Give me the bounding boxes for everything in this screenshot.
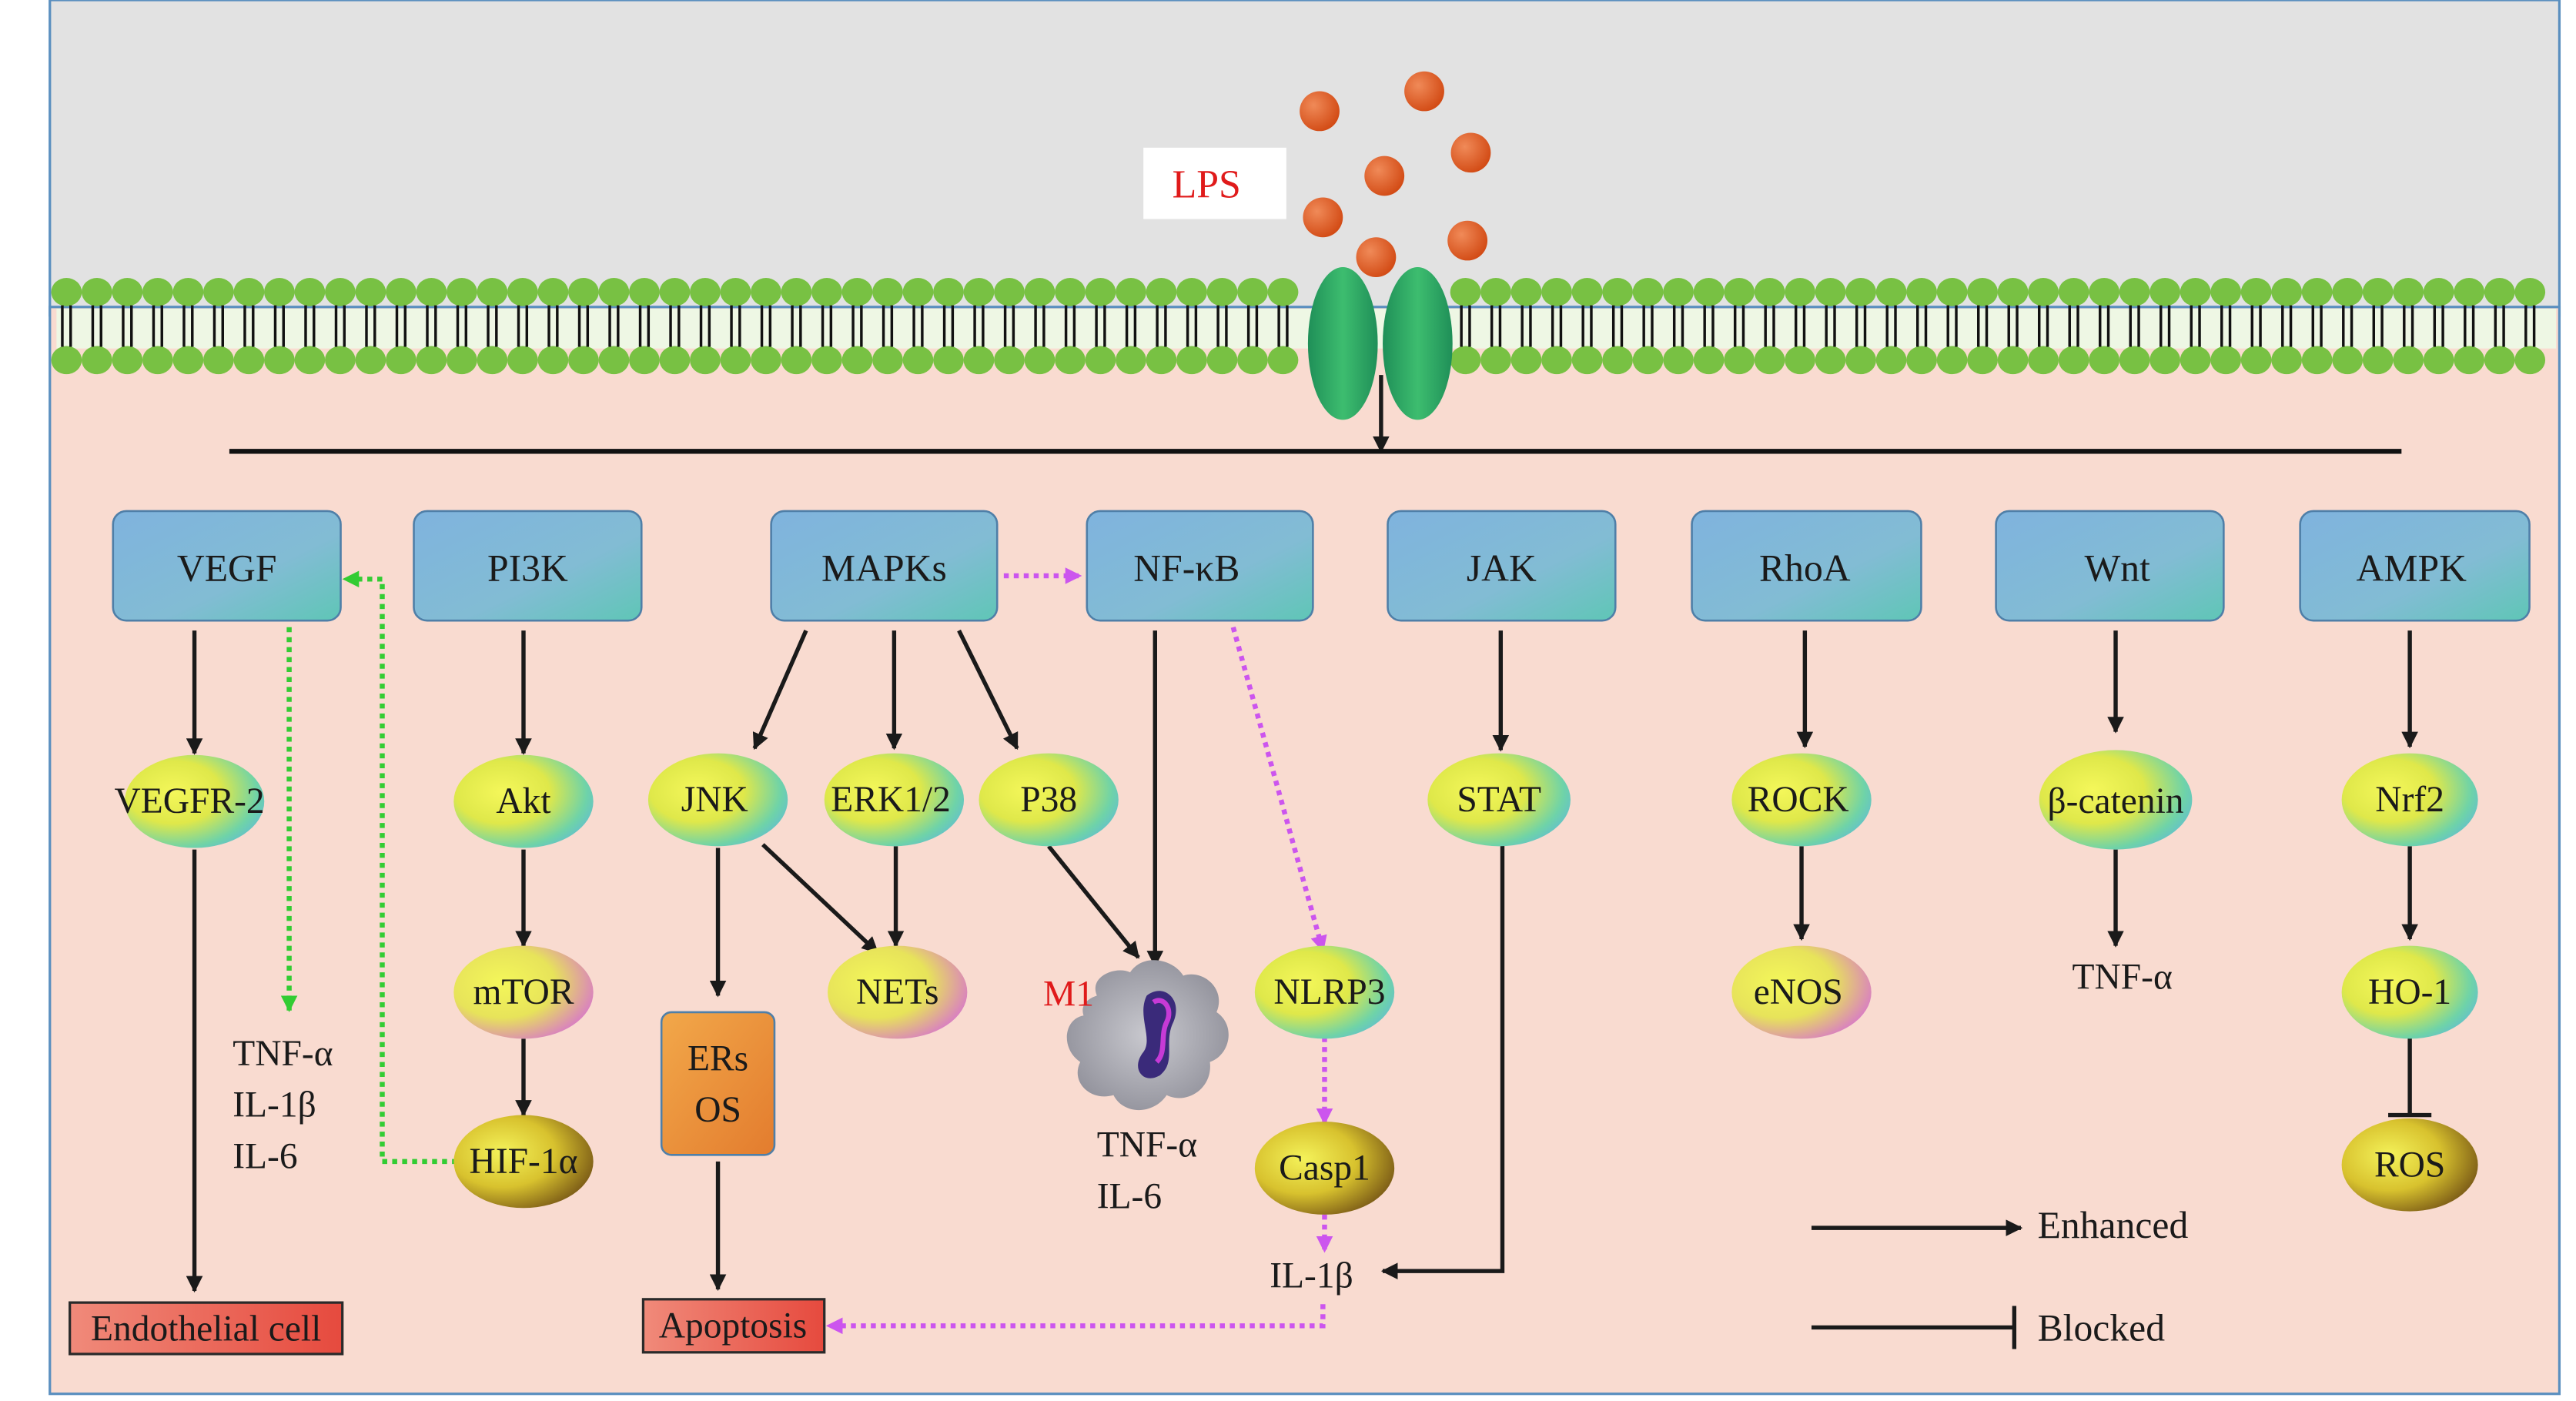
lps-label-box [1143, 147, 1286, 219]
oval-nodes: VEGFR-2 Akt mTOR HIF-1α JNK ERK1/2 P38 N… [115, 750, 2478, 1215]
lps-particle [1447, 220, 1488, 261]
pathway-box-pi3k: PI3K [413, 510, 643, 622]
pathway-box-ampk: AMPK [2299, 510, 2531, 622]
svg-text:ROCK: ROCK [1748, 780, 1849, 820]
outcome-endothelial-cell: Endothelial cell [69, 1301, 344, 1356]
legend-enhanced-label: Enhanced [2038, 1204, 2189, 1246]
svg-text:Casp1: Casp1 [1279, 1149, 1370, 1189]
node-nrf2: Nrf2 [2341, 753, 2478, 847]
svg-text:β-catenin: β-catenin [2048, 781, 2184, 821]
node-nets: NETs [828, 945, 968, 1039]
pathway-label-wnt: Wnt [2084, 547, 2150, 589]
pathway-label-jak: JAK [1467, 547, 1537, 589]
pathway-box-wnt: Wnt [1995, 510, 2225, 622]
node-casp1: Casp1 [1254, 1122, 1395, 1215]
pathway-box-jak: JAK [1387, 510, 1617, 622]
node-rock: ROCK [1731, 753, 1872, 847]
svg-text:VEGFR-2: VEGFR-2 [115, 781, 265, 821]
tlr4-receptor [1307, 267, 1453, 420]
lps-particle [1300, 91, 1340, 132]
node-jnk: JNK [647, 753, 788, 847]
svg-text:STAT: STAT [1457, 780, 1541, 820]
node-ers-os: ERs OS [660, 1011, 776, 1156]
lps-particle [1356, 237, 1397, 277]
lps-particle [1364, 155, 1405, 196]
il1b-label: IL-1β [1270, 1256, 1353, 1296]
extracellular-space [49, 0, 2561, 317]
pathway-label-nfkb: NF-κB [1133, 547, 1239, 589]
pathway-label-rhoa: RhoA [1759, 547, 1851, 589]
node-erk: ERK1/2 [824, 753, 965, 847]
green-dotted-arrows [280, 570, 457, 1165]
svg-text:HIF-1α: HIF-1α [470, 1142, 578, 1182]
svg-text:IL-1β: IL-1β [233, 1085, 316, 1125]
node-akt: Akt [453, 754, 594, 848]
node-bcatenin: β-catenin [2039, 750, 2193, 850]
cytoplasm [49, 306, 2561, 1396]
node-nlrp3: NLRP3 [1254, 945, 1395, 1039]
node-vegfr2: VEGFR-2 [115, 754, 265, 848]
wnt-output-label: TNF-α [2072, 958, 2172, 998]
node-mtor: mTOR [453, 945, 594, 1039]
vegf-cytokines: TNF-α IL-1β IL-6 [233, 1034, 333, 1177]
legend-blocked-label: Blocked [2038, 1307, 2166, 1349]
node-stat: STAT [1427, 753, 1571, 847]
lps-particle [1404, 71, 1444, 112]
svg-text:HO-1: HO-1 [2368, 972, 2451, 1012]
node-p38: P38 [979, 753, 1119, 847]
pathway-label-vegf: VEGF [177, 547, 277, 589]
pathway-box-nfkb: NF-κB [1086, 510, 1314, 622]
svg-text:Apoptosis: Apoptosis [659, 1306, 808, 1346]
lps-label: LPS [1173, 163, 1241, 207]
svg-text:eNOS: eNOS [1754, 972, 1843, 1012]
svg-text:TNF-α: TNF-α [233, 1034, 333, 1074]
pathway-label-ampk: AMPK [2357, 547, 2467, 589]
svg-text:NETs: NETs [856, 972, 938, 1012]
pathway-boxes: VEGF PI3K MAPKs NF-κB JAK RhoA Wnt AMPK [112, 510, 2531, 622]
lps-particles [1300, 71, 1491, 277]
node-hif1a: HIF-1α [453, 1115, 594, 1209]
svg-text:Nrf2: Nrf2 [2375, 780, 2444, 820]
svg-text:IL-6: IL-6 [1097, 1176, 1162, 1216]
pathway-box-vegf: VEGF [112, 510, 342, 622]
lps-particle [1303, 197, 1343, 238]
svg-text:IL-6: IL-6 [233, 1137, 297, 1177]
m1-cytokines: TNF-α IL-6 [1097, 1125, 1197, 1216]
svg-text:ERK1/2: ERK1/2 [831, 780, 951, 820]
blocked-connector [2388, 1035, 2432, 1118]
svg-text:ERs: ERs [687, 1038, 748, 1078]
svg-text:JNK: JNK [681, 780, 748, 820]
pathway-box-mapks: MAPKs [770, 510, 999, 622]
m1-label: M1 [1043, 974, 1094, 1014]
svg-text:ROS: ROS [2374, 1145, 2445, 1185]
svg-text:TNF-α: TNF-α [1097, 1125, 1197, 1165]
enhanced-arrows [186, 629, 2418, 1293]
outcome-apoptosis: Apoptosis [641, 1298, 826, 1354]
node-ros: ROS [2341, 1118, 2478, 1212]
svg-text:P38: P38 [1020, 780, 1077, 820]
pathway-box-rhoa: RhoA [1691, 510, 1922, 622]
purple-dotted-arrows [825, 567, 1333, 1335]
svg-text:OS: OS [694, 1090, 741, 1130]
lps-particle [1450, 132, 1491, 173]
cell-membrane [51, 278, 2557, 375]
node-ho1: HO-1 [2341, 945, 2478, 1039]
svg-text:Akt: Akt [496, 781, 550, 821]
m1-macrophage-icon [1066, 960, 1229, 1111]
pathway-label-mapks: MAPKs [821, 547, 947, 589]
svg-text:mTOR: mTOR [473, 972, 574, 1012]
svg-text:Endothelial cell: Endothelial cell [91, 1309, 321, 1349]
svg-text:NLRP3: NLRP3 [1273, 972, 1385, 1012]
legend: Enhanced Blocked [1811, 1204, 2189, 1349]
pathway-label-pi3k: PI3K [487, 547, 568, 589]
node-enos: eNOS [1731, 945, 1872, 1039]
